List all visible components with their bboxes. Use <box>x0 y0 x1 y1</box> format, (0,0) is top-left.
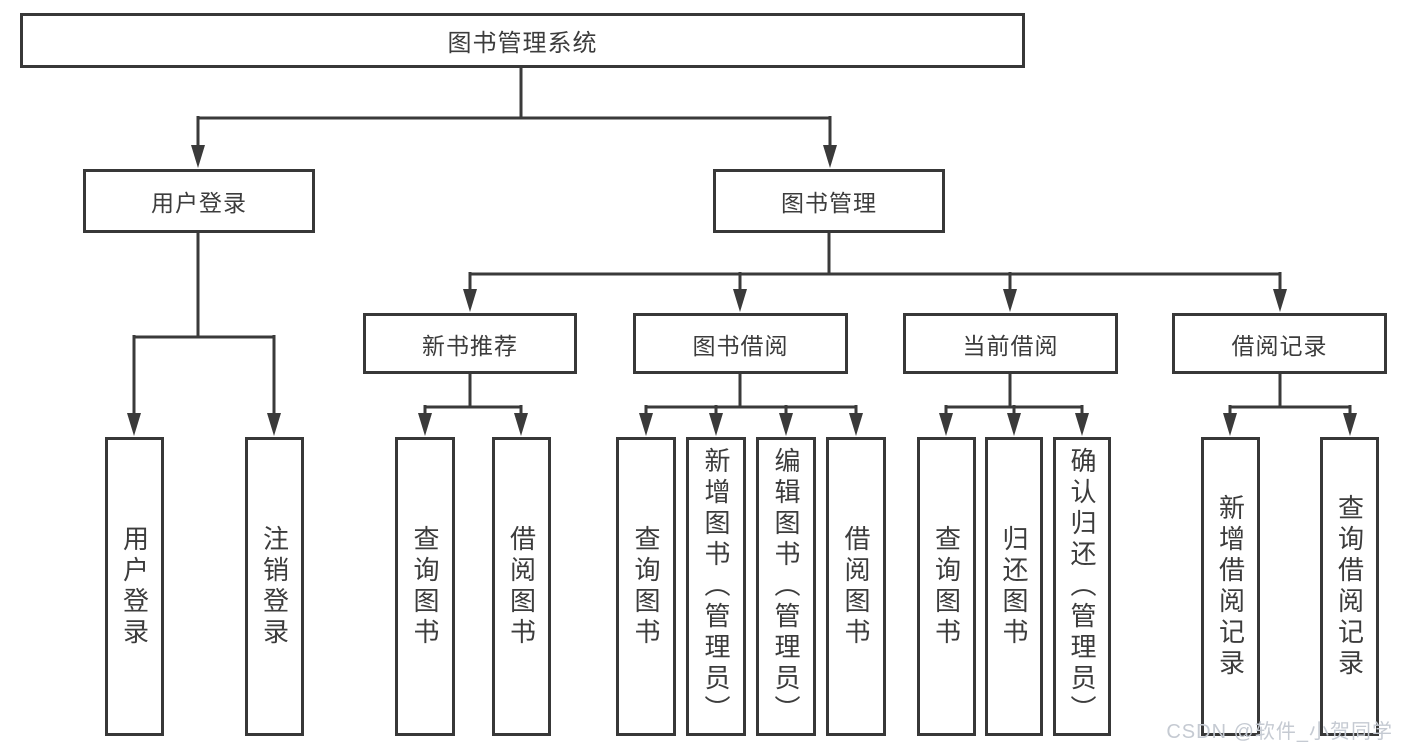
watermark: CSDN @软件_小贺同学 <box>1166 721 1393 743</box>
node-user-login-branch: 用户登录 <box>83 169 315 233</box>
leaf-borrow-books-borrow-label: 借阅图书 <box>841 524 871 649</box>
leaf-query-books-current-label: 查询图书 <box>931 524 962 649</box>
node-book-borrowing: 图书借阅 <box>633 313 848 374</box>
node-book-management-branch: 图书管理 <box>713 169 945 233</box>
node-borrowing-records: 借阅记录 <box>1172 313 1387 374</box>
leaf-add-borrow-record: 新增借阅记录 <box>1201 437 1260 736</box>
node-book-borrowing-label: 图书借阅 <box>692 332 789 359</box>
node-current-borrowing: 当前借阅 <box>903 313 1118 374</box>
node-book-management-branch-label: 图书管理 <box>781 190 877 216</box>
leaf-confirm-return-admin: 确认归还（管理员） <box>1053 437 1111 736</box>
node-new-book-recommend-label: 新书推荐 <box>422 332 518 359</box>
leaf-query-books-current: 查询图书 <box>917 437 976 736</box>
node-borrowing-records-label: 借阅记录 <box>1231 332 1328 359</box>
node-system-root: 图书管理系统 <box>20 13 1025 68</box>
node-new-book-recommend: 新书推荐 <box>363 313 577 374</box>
leaf-add-book-admin: 新增图书（管理员） <box>686 437 746 736</box>
leaf-query-books-recommend: 查询图书 <box>395 437 455 736</box>
leaf-query-books-recommend-label: 查询图书 <box>410 524 440 649</box>
leaf-logout-label: 注销登录 <box>259 524 290 649</box>
leaf-edit-book-admin-label: 编辑图书（管理员） <box>771 447 801 726</box>
leaf-user-login-label: 用户登录 <box>119 524 150 649</box>
leaf-add-book-admin-label: 新增图书（管理员） <box>701 447 731 726</box>
leaf-return-book: 归还图书 <box>985 437 1043 736</box>
leaf-edit-book-admin: 编辑图书（管理员） <box>756 437 816 736</box>
leaf-logout: 注销登录 <box>245 437 304 736</box>
node-current-borrowing-label: 当前借阅 <box>962 332 1059 359</box>
leaf-query-books-borrow: 查询图书 <box>616 437 676 736</box>
leaf-borrow-books-borrow: 借阅图书 <box>826 437 886 736</box>
leaf-borrow-books-recommend-label: 借阅图书 <box>506 524 537 649</box>
node-user-login-branch-label: 用户登录 <box>151 190 247 216</box>
node-system-root-label: 图书管理系统 <box>447 30 598 57</box>
leaf-add-borrow-record-label: 新增借阅记录 <box>1215 493 1246 680</box>
leaf-query-borrow-record-label: 查询借阅记录 <box>1334 493 1365 680</box>
leaf-return-book-label: 归还图书 <box>999 524 1029 649</box>
leaf-confirm-return-admin-label: 确认归还（管理员） <box>1067 447 1097 726</box>
leaf-user-login: 用户登录 <box>105 437 164 736</box>
leaf-query-borrow-record: 查询借阅记录 <box>1320 437 1379 736</box>
leaf-borrow-books-recommend: 借阅图书 <box>492 437 551 736</box>
leaf-query-books-borrow-label: 查询图书 <box>631 524 661 649</box>
arrowhead-icons <box>127 145 1357 436</box>
